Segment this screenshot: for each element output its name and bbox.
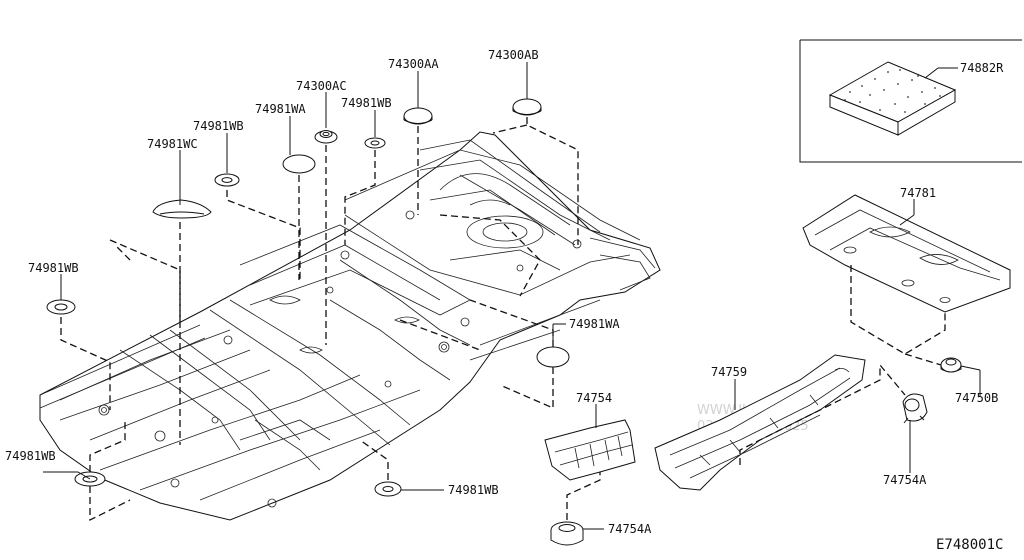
callout-74759: 74759	[711, 365, 747, 379]
callout-74754a-bottom: 74754A	[608, 522, 652, 536]
label-leaders	[43, 62, 981, 530]
part-74300aa-plug[interactable]	[403, 107, 433, 125]
inset-74882r: 74882R	[799, 39, 1022, 163]
callout-74981wb-mid: 74981WB	[193, 119, 244, 133]
part-74754a-bottom-clip[interactable]	[550, 521, 584, 546]
part-74754a-right-clip[interactable]	[902, 393, 928, 424]
callout-74882r: 74882R	[960, 61, 1004, 75]
callout-74981wc: 74981WC	[147, 137, 198, 151]
part-74759-insulator[interactable]	[654, 354, 866, 491]
callout-74981wb-bottom-left: 74981WB	[5, 449, 56, 463]
callout-74300ab: 74300AB	[488, 48, 539, 62]
callout-74981wa-right: 74981WA	[569, 317, 620, 331]
callout-74750b: 74750B	[955, 391, 998, 405]
callout-74300ac: 74300AC	[296, 79, 347, 93]
callout-74754a-right: 74754A	[883, 473, 927, 487]
part-74981wb-bottom-seal[interactable]	[374, 481, 402, 497]
callout-74300aa: 74300AA	[388, 57, 439, 71]
part-74981wb-mid-seal[interactable]	[214, 173, 240, 187]
part-74300ab-plug[interactable]	[512, 98, 542, 116]
diagram-code: E748001C	[936, 537, 1003, 553]
part-74981wa-right-seal[interactable]	[536, 346, 570, 368]
callout-74781: 74781	[900, 186, 936, 200]
callout-74754: 74754	[576, 391, 612, 405]
part-74754-insulator[interactable]	[544, 419, 636, 481]
part-74300ac-grommet[interactable]	[314, 130, 338, 144]
callout-74981wb-left: 74981WB	[28, 261, 79, 275]
part-74981wb-top-seal[interactable]	[364, 137, 386, 149]
part-74981wc-cover[interactable]	[152, 199, 212, 219]
part-74781-under-cover[interactable]	[802, 194, 1011, 313]
callout-74981wb-bottom: 74981WB	[448, 483, 499, 497]
callout-74981wa-top: 74981WA	[255, 102, 306, 116]
part-74981wb-left-seal[interactable]	[46, 299, 76, 315]
part-74981wa-top-seal[interactable]	[282, 154, 316, 174]
floor-panel-assembly	[39, 131, 661, 521]
part-74882r-pad[interactable]	[828, 61, 957, 136]
part-74750b-grommet[interactable]	[940, 357, 962, 373]
callout-74981wb-top: 74981WB	[341, 96, 392, 110]
